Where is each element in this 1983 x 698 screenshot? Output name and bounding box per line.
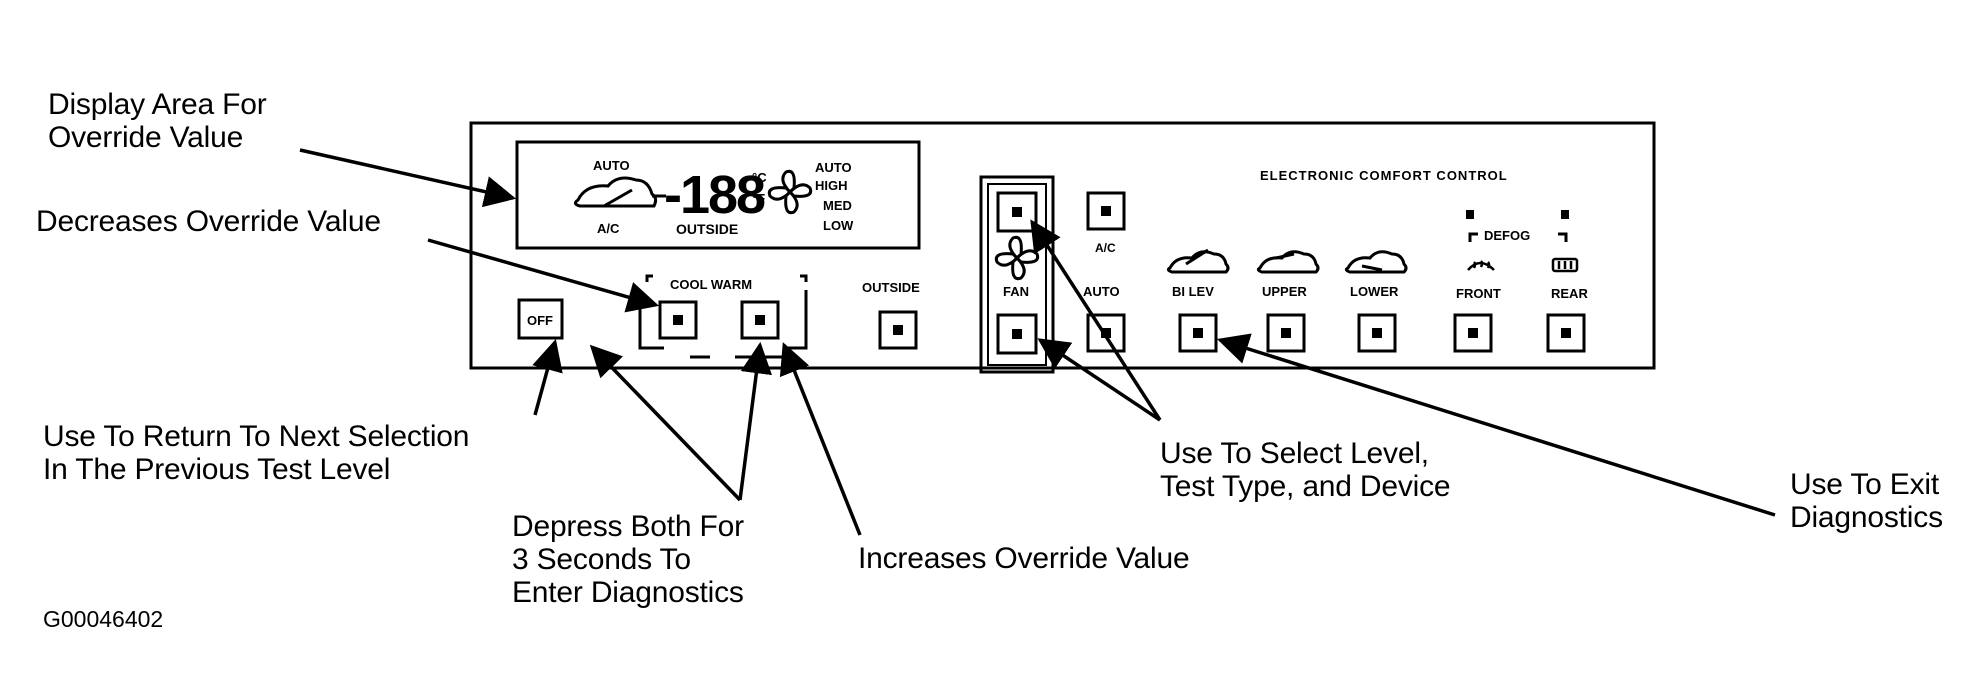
label-depress-both-line3: Enter Diagnostics <box>512 576 744 609</box>
fan-group-outer <box>979 175 1055 374</box>
arrow-return-prev <box>532 338 563 416</box>
rear-defog-button-dot <box>1561 328 1571 338</box>
arrow-depress-off <box>589 344 742 502</box>
display-deg-c: °C <box>752 170 767 185</box>
front-label: FRONT <box>1456 286 1501 301</box>
display-auto-top: AUTO <box>593 158 630 173</box>
fan-label: FAN <box>1003 284 1029 299</box>
label-return-prev-line1: Use To Return To Next Selection <box>43 420 470 453</box>
car-airflow-icon <box>573 176 666 208</box>
front-defog-button-dot <box>1468 328 1478 338</box>
fan-down-dot <box>1012 329 1022 339</box>
display-fan-levels: AUTO HIGH MED LOW <box>815 160 854 233</box>
outside-label: OUTSIDE <box>862 280 920 295</box>
lower-button-dot <box>1372 328 1382 338</box>
label-return-prev-line2: In The Previous Test Level <box>43 453 391 486</box>
label-display-area-line2: Override Value <box>48 121 244 154</box>
outside-button-dot <box>893 325 903 335</box>
front-defog-indicator <box>1466 210 1474 219</box>
label-depress-both: Depress Both For 3 Seconds To Enter Diag… <box>512 510 744 609</box>
figure-code: G00046402 <box>43 606 164 632</box>
rear-defog-icon <box>1551 257 1579 273</box>
defog-bracket <box>1468 232 1568 242</box>
arrow-increases <box>779 342 862 536</box>
front-defog-icon <box>1467 260 1495 271</box>
fan-level-high: HIGH <box>815 178 848 193</box>
label-select-level-line1: Use To Select Level, <box>1160 437 1429 470</box>
lower-icon <box>1344 250 1408 274</box>
defog-label: DEFOG <box>1484 228 1530 243</box>
label-increases: Increases Override Value <box>858 542 1190 575</box>
display-digits: -188 <box>664 165 765 225</box>
bilev-icon <box>1166 248 1230 274</box>
bilev-label: BI LEV <box>1172 284 1214 299</box>
display-window <box>515 140 921 250</box>
fan-level-auto: AUTO <box>815 160 852 175</box>
fan-icon-display <box>767 169 813 215</box>
label-return-prev: Use To Return To Next Selection In The P… <box>43 420 469 486</box>
label-depress-both-line1: Depress Both For <box>512 510 744 543</box>
arrow-select-down <box>1037 338 1161 422</box>
arrow-display-area <box>299 148 517 208</box>
label-display-area-line1: Display Area For <box>48 88 267 121</box>
panel-title: ELECTRONIC COMFORT CONTROL <box>1260 168 1508 183</box>
label-depress-both-line2: 3 Seconds To <box>512 543 691 576</box>
label-increases-text: Increases Override Value <box>858 542 1190 575</box>
cool-warm-bracket <box>638 274 808 350</box>
label-exit-line1: Use To Exit <box>1790 468 1939 501</box>
off-label: OFF <box>527 313 553 328</box>
label-select-level: Use To Select Level, Test Type, and Devi… <box>1160 437 1451 503</box>
display-outside: OUTSIDE <box>676 221 738 237</box>
arrow-decreases <box>427 238 660 313</box>
ac-button-dot <box>1101 206 1111 216</box>
rear-label: REAR <box>1551 286 1588 301</box>
auto-label: AUTO <box>1083 284 1120 299</box>
ac-label: A/C <box>1095 241 1116 255</box>
fan-up-dot <box>1012 207 1022 217</box>
display-deg-f: °F <box>752 191 765 206</box>
fan-level-low: LOW <box>823 218 854 233</box>
ac-button[interactable] <box>1086 191 1126 231</box>
label-display-area: Display Area For Override Value <box>48 88 267 154</box>
label-decreases-text: Decreases Override Value <box>36 205 381 238</box>
auto-button-dot <box>1101 328 1111 338</box>
fan-up-button[interactable] <box>996 191 1038 233</box>
arrow-select-up <box>1030 219 1162 421</box>
label-select-level-line2: Test Type, and Device <box>1160 470 1451 503</box>
upper-label: UPPER <box>1262 284 1307 299</box>
display-ac: A/C <box>597 221 620 236</box>
off-button[interactable] <box>517 298 564 340</box>
cool-button-dot <box>673 315 683 325</box>
label-decreases: Decreases Override Value <box>36 205 381 238</box>
fan-level-med: MED <box>823 198 852 213</box>
fan-icon <box>994 235 1040 281</box>
fan-group-inner <box>987 183 1047 366</box>
warm-button-dot <box>755 315 765 325</box>
arrow-depress-warm <box>738 341 772 501</box>
bilev-button-dot <box>1193 328 1203 338</box>
arrow-exit <box>1216 333 1776 517</box>
cool-warm-label: COOL WARM <box>670 277 752 292</box>
label-exit-diagnostics: Use To Exit Diagnostics <box>1790 468 1943 534</box>
rear-defog-indicator <box>1561 210 1569 219</box>
label-exit-line2: Diagnostics <box>1790 501 1943 534</box>
leader-arrows <box>299 148 1776 536</box>
upper-icon <box>1256 250 1320 274</box>
upper-button-dot <box>1281 328 1291 338</box>
lower-label: LOWER <box>1350 284 1399 299</box>
